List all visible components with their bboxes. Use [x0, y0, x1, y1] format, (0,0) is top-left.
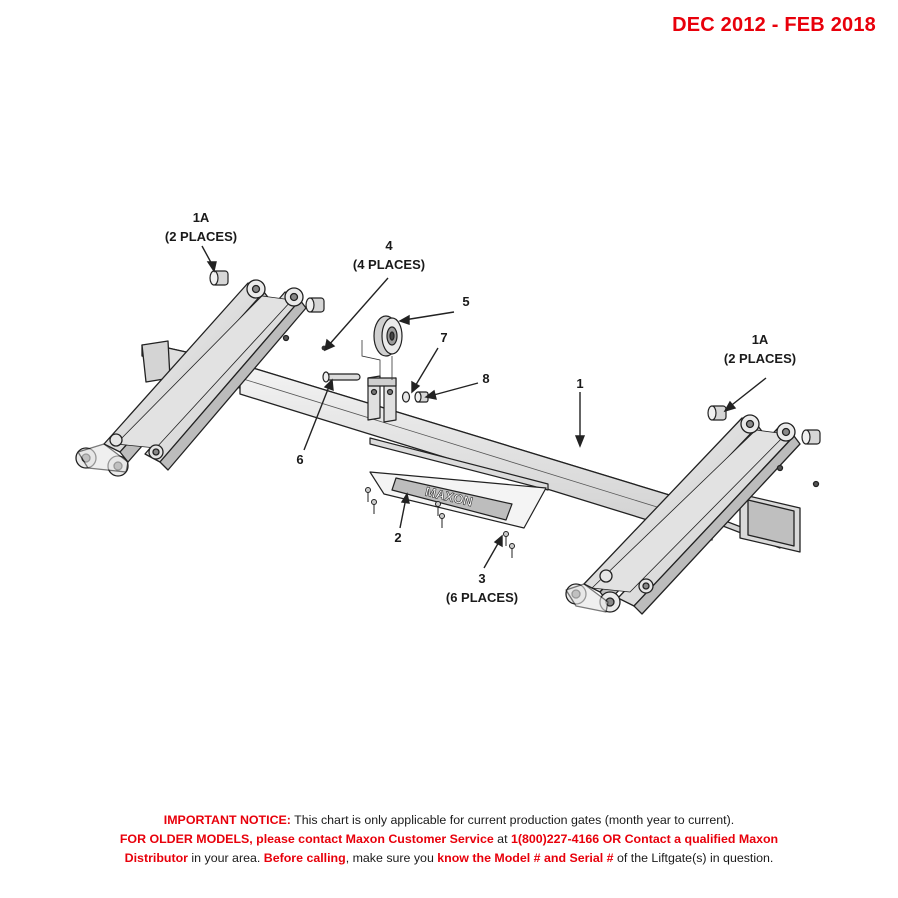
callout-2: 2: [394, 530, 401, 545]
notice-at: at: [493, 832, 511, 846]
callout-7: 7: [440, 330, 447, 345]
callout-6: 6: [296, 452, 303, 467]
left-arm-assembly: [75, 279, 307, 477]
notice-distributor: Distributor: [124, 851, 188, 865]
callout-1a-right-qty: (2 PLACES): [724, 351, 796, 366]
notice-know-model: know the Model # and Serial #: [437, 851, 614, 865]
callout-8: 8: [482, 371, 489, 386]
notice-line-2: FOR OLDER MODELS, please contact Maxon C…: [0, 830, 898, 849]
roller: [373, 315, 403, 357]
notice-in-area: in your area.: [187, 851, 264, 865]
callout-1a-right-number: 1A: [752, 332, 769, 347]
notice-line-1: IMPORTANT NOTICE: This chart is only app…: [0, 811, 898, 830]
notice-label: IMPORTANT NOTICE:: [163, 813, 291, 827]
leader-arrows: [201, 245, 767, 569]
callout-4-number: 4: [385, 238, 393, 253]
callout-1a-left-number: 1A: [193, 210, 210, 225]
notice-phone: 1(800)227-4166 OR Contact a qualified Ma…: [510, 832, 779, 846]
washer-and-nut: [401, 391, 429, 403]
screws: [365, 487, 515, 558]
date-range-title: DEC 2012 - FEB 2018: [672, 14, 876, 36]
notice-line-3: Distributor in your area. Before calling…: [0, 849, 898, 868]
decal-plate: [369, 437, 549, 529]
callout-1: 1: [576, 376, 583, 391]
callout-5: 5: [462, 294, 469, 309]
callout-3-number: 3: [478, 571, 485, 586]
callout-3-qty: (6 PLACES): [446, 590, 518, 605]
left-bushings: [209, 270, 325, 313]
roller-bracket: [367, 375, 397, 423]
notice-make-sure: , make sure you: [345, 851, 438, 865]
notice-of-liftgate: of the Liftgate(s) in question.: [613, 851, 774, 865]
right-bushings: [707, 405, 821, 445]
right-arm-assembly: [565, 414, 820, 615]
notice-before-calling: Before calling: [263, 851, 346, 865]
important-notice: IMPORTANT NOTICE: This chart is only app…: [0, 811, 898, 868]
callout-1a-left-qty: (2 PLACES): [165, 229, 237, 244]
callout-4-qty: (4 PLACES): [353, 257, 425, 272]
notice-text: This chart is only applicable for curren…: [290, 813, 735, 827]
notice-older-models: FOR OLDER MODELS, please contact Maxon C…: [119, 832, 494, 846]
pin: [322, 371, 361, 383]
